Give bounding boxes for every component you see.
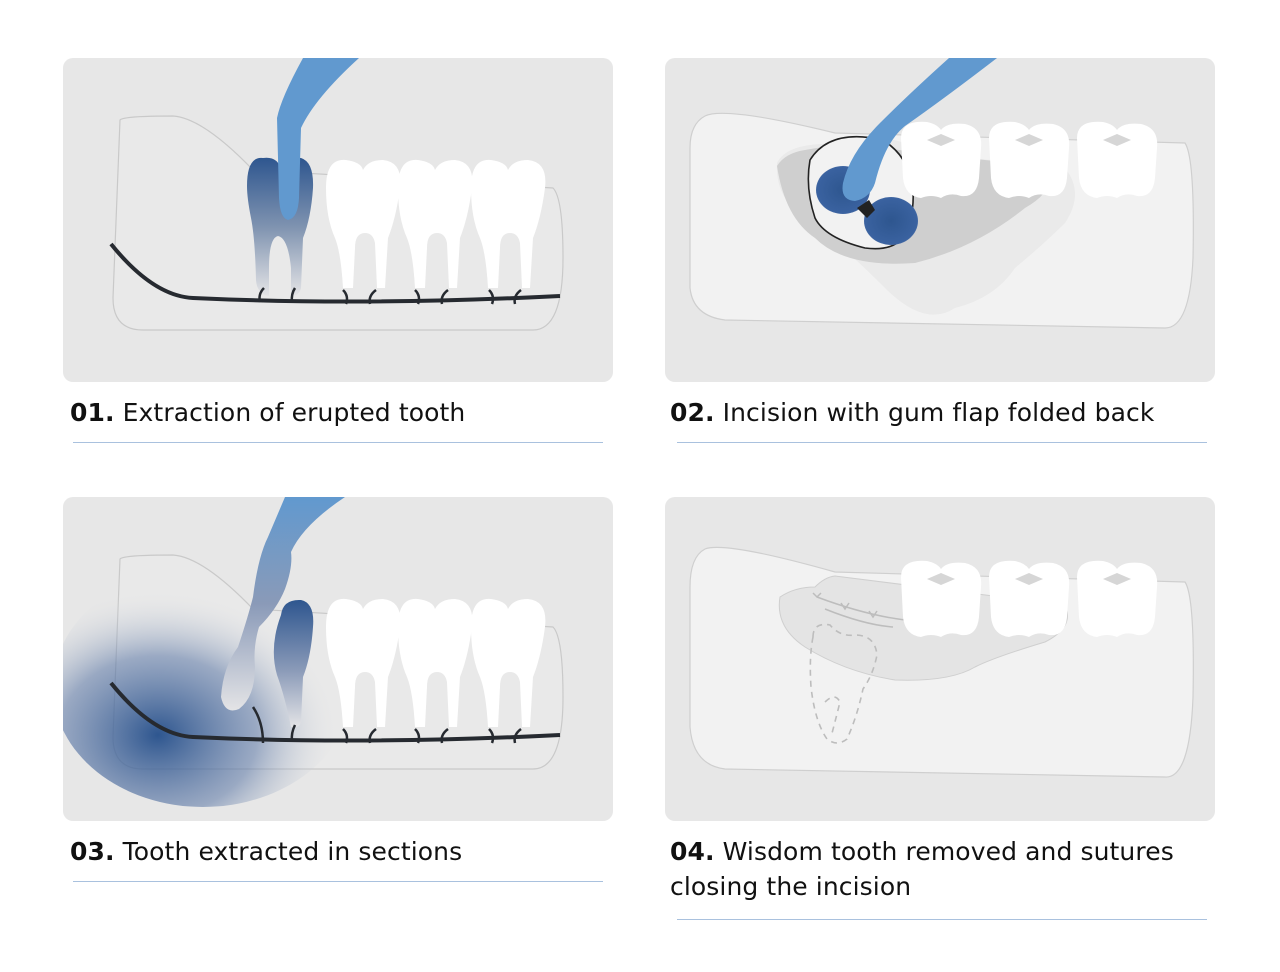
molar-teeth-top-view-icon — [901, 121, 1158, 198]
caption-divider — [677, 442, 1207, 443]
caption-divider — [73, 442, 603, 443]
step-label: Extraction of erupted tooth — [122, 398, 466, 427]
molar-teeth-icon — [326, 159, 546, 288]
illustration-panel-02 — [665, 58, 1215, 382]
molar-teeth-top-view-icon — [901, 560, 1158, 637]
step-label: Wisdom tooth removed and sutures closing… — [670, 837, 1174, 901]
removed-tooth-outline-icon — [809, 623, 878, 744]
sutured-incision-illustration — [689, 546, 1194, 778]
step-caption-04: 04. Wisdom tooth removed and sutures clo… — [670, 834, 1210, 904]
illustration-panel-04 — [665, 497, 1215, 821]
step-number: 02. — [670, 398, 715, 427]
dental-instrument-icon — [277, 58, 359, 220]
step-label: Tooth extracted in sections — [122, 837, 463, 866]
dental-instrument-icon — [842, 58, 997, 201]
step-caption-01: 01. Extraction of erupted tooth — [70, 395, 465, 430]
tooth-sections-icon — [816, 166, 918, 245]
step-caption-03: 03. Tooth extracted in sections — [70, 834, 462, 869]
erupted-tooth-extraction-illustration — [109, 58, 564, 331]
step-number: 01. — [70, 398, 115, 427]
step-caption-02: 02. Incision with gum flap folded back — [670, 395, 1154, 430]
suture-line-icon — [812, 592, 906, 628]
illustration-panel-03 — [63, 497, 613, 821]
caption-divider — [73, 881, 603, 882]
dental-instrument-with-tooth-fragment-icon — [221, 497, 345, 711]
sectioned-tooth-extraction-illustration — [63, 497, 564, 807]
illustration-panel-01 — [63, 58, 613, 382]
step-number: 04. — [670, 837, 715, 866]
tooth-section-icon — [273, 599, 314, 728]
caption-divider — [677, 919, 1207, 920]
gum-flap-incision-illustration — [689, 58, 1194, 329]
step-label: Incision with gum flap folded back — [722, 398, 1155, 427]
step-number: 03. — [70, 837, 115, 866]
